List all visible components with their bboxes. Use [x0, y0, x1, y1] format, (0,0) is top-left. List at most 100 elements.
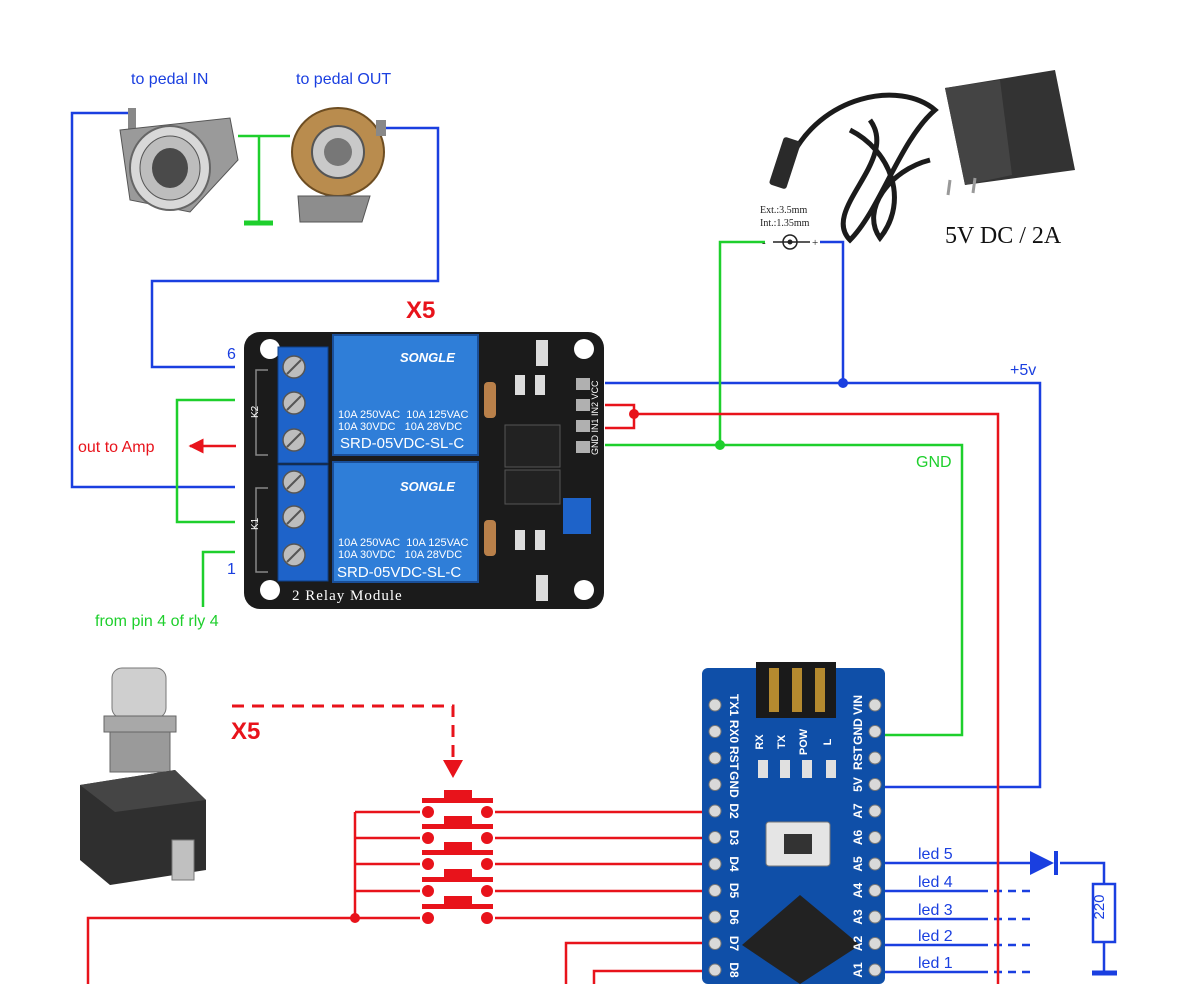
- nano-pin: [868, 804, 882, 818]
- jack-out-icon: [291, 107, 386, 223]
- green-wires: [175, 134, 964, 737]
- led-line-label: led 1: [918, 955, 953, 972]
- svg-text:+: +: [812, 237, 818, 249]
- relay-k2: [332, 334, 479, 456]
- pedal-out-label: to pedal OUT: [296, 71, 391, 88]
- nano-pin: [708, 831, 722, 844]
- pushbutton-switch: [355, 816, 710, 844]
- led-line-label: led 2: [918, 928, 953, 945]
- relay-brand-k2: SONGLE: [400, 350, 455, 365]
- nano-pin-label: RST: [727, 746, 741, 771]
- nano-pin-label: A3: [851, 909, 865, 925]
- relay-header-label: GND IN1 IN2 VCC: [590, 380, 600, 455]
- resistor-icon: [1091, 882, 1117, 944]
- nano-pin-label: VIN: [851, 695, 865, 715]
- jack-in-icon: [119, 108, 239, 213]
- from-pin4-label: from pin 4 of rly 4: [95, 613, 219, 630]
- wire-pedal-out: [150, 126, 440, 369]
- footswitch-icon: [80, 667, 206, 885]
- board-leds: [758, 760, 836, 778]
- out-to-amp-label: out to Amp: [78, 439, 155, 456]
- gnd-label: GND: [916, 454, 952, 471]
- relay-model-k2: SRD-05VDC-SL-C: [340, 435, 464, 452]
- wire-gnd: [605, 443, 964, 737]
- nano-pin: [708, 698, 722, 712]
- nano-pin-label: A2: [851, 936, 865, 952]
- wire-jack-plus: [820, 240, 845, 383]
- jack-int-label: Int.:1.35mm: [760, 218, 810, 229]
- arduino-nano: [702, 662, 885, 984]
- led-line-label: led 4: [918, 874, 953, 891]
- nano-led-label: TX: [776, 734, 788, 749]
- wire-pedal-in: [70, 111, 235, 489]
- nano-pin-label: D5: [727, 883, 741, 899]
- junction-gnd: [715, 440, 725, 450]
- relay-k1-label: K1: [250, 517, 261, 530]
- nano-pin-label: RST: [851, 745, 865, 770]
- nano-pin: [868, 831, 882, 844]
- power-spec-label: 5V DC / 2A: [945, 223, 1062, 249]
- nano-pin: [868, 884, 882, 897]
- wire-5v: [605, 381, 1042, 789]
- switch-bank: [355, 790, 710, 924]
- nano-pin-label: GND: [727, 771, 741, 798]
- nano-pin-label: D2: [727, 803, 741, 819]
- relay-module: [244, 332, 604, 609]
- nano-pin-label: A4: [851, 883, 865, 899]
- nano-pin-label: 5V: [851, 777, 865, 792]
- svg-text:-: -: [762, 237, 766, 249]
- led-line-label: led 5: [918, 846, 953, 863]
- nano-pin: [708, 778, 722, 791]
- nano-pin-label: A6: [851, 830, 865, 846]
- nano-pin: [868, 910, 882, 924]
- nano-led-label: RX: [754, 734, 766, 750]
- nano-pin: [708, 937, 722, 950]
- pedal-in-label: to pedal IN: [131, 71, 208, 88]
- nano-pin-label: RX0: [727, 720, 741, 744]
- relay-module-title: 2 Relay Module: [292, 588, 403, 604]
- nano-pin: [708, 725, 722, 738]
- nano-pin-label: D7: [727, 936, 741, 952]
- relay-k1: [332, 461, 479, 583]
- led-line-label: led 3: [918, 902, 953, 919]
- nano-pin: [868, 751, 882, 765]
- nano-pin: [708, 884, 722, 897]
- pushbutton-switch: [355, 869, 710, 897]
- nano-pin: [868, 778, 882, 791]
- nano-pin: [708, 963, 722, 977]
- x5-dashed-lead: [232, 704, 455, 772]
- relay-rating-k1-1: 10A 250VAC 10A 125VAC: [338, 537, 469, 549]
- relay-rating-k1-2: 10A 30VDC 10A 28VDC: [338, 549, 462, 561]
- nano-pin: [708, 910, 722, 924]
- nano-pin: [708, 857, 722, 871]
- led-labels: led 5 led 4 led 3 led 2 led 1: [918, 846, 953, 972]
- nano-pin-label: D3: [727, 830, 741, 846]
- nano-pin-label: A1: [851, 962, 865, 978]
- red-wires: [86, 403, 1000, 984]
- jack-ext-label: Ext.:3.5mm: [760, 205, 807, 216]
- pin-1-label: 1: [227, 561, 236, 578]
- blue-wires: [70, 111, 1106, 974]
- nano-pin-label: GND: [851, 718, 865, 745]
- relay-x5-label: X5: [406, 297, 435, 324]
- nano-pin: [868, 937, 882, 950]
- relay-model-k1: SRD-05VDC-SL-C: [337, 564, 461, 581]
- nano-pin: [708, 804, 722, 818]
- relay-rating-k2-1: 10A 250VAC 10A 125VAC: [338, 409, 469, 421]
- pushbutton-switch: [355, 842, 710, 870]
- relay-k2-label: K2: [250, 405, 261, 418]
- nano-pin: [868, 963, 882, 977]
- diode-icon: [1030, 851, 1058, 875]
- power-adapter-icon: - +: [762, 70, 1075, 250]
- switch-x5-label: X5: [231, 718, 260, 745]
- pin-6-label: 6: [227, 346, 236, 363]
- relay-header-pins: [576, 378, 590, 453]
- junction-5v: [838, 378, 848, 388]
- arrow-down-icon: [443, 760, 463, 778]
- wire-jack-minus: [718, 240, 765, 445]
- nano-pin-label: D6: [727, 909, 741, 925]
- led-dashes: [980, 889, 1032, 974]
